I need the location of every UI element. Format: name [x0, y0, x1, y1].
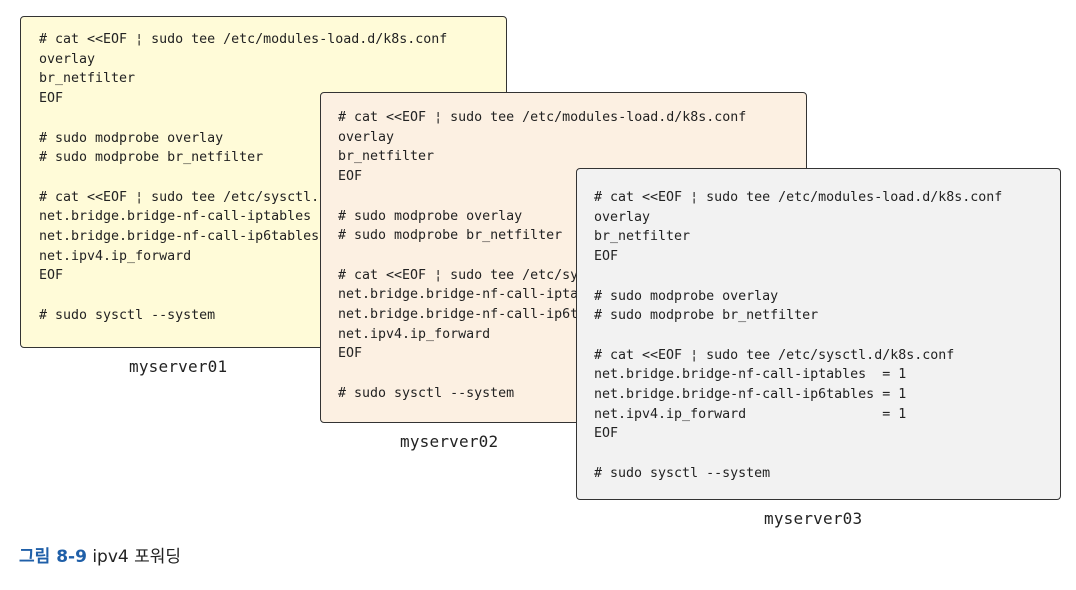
server-label-myserver03: myserver03: [764, 509, 863, 528]
code-block-myserver03: # cat <<EOF ¦ sudo tee /etc/modules-load…: [594, 190, 1003, 481]
figure-number: 그림 8-9: [19, 547, 87, 567]
figure-caption: 그림 8-9 ipv4 포워딩: [19, 542, 181, 567]
server-label-myserver01: myserver01: [129, 357, 228, 376]
server-label-myserver02: myserver02: [400, 432, 499, 451]
server-panel-myserver03: # cat <<EOF ¦ sudo tee /etc/modules-load…: [576, 168, 1061, 500]
code-block-myserver02: # cat <<EOF ¦ sudo tee /etc/modules-load…: [338, 110, 747, 401]
figure-title: ipv4 포워딩: [86, 547, 182, 567]
code-block-myserver01: # cat <<EOF ¦ sudo tee /etc/modules-load…: [39, 32, 448, 323]
